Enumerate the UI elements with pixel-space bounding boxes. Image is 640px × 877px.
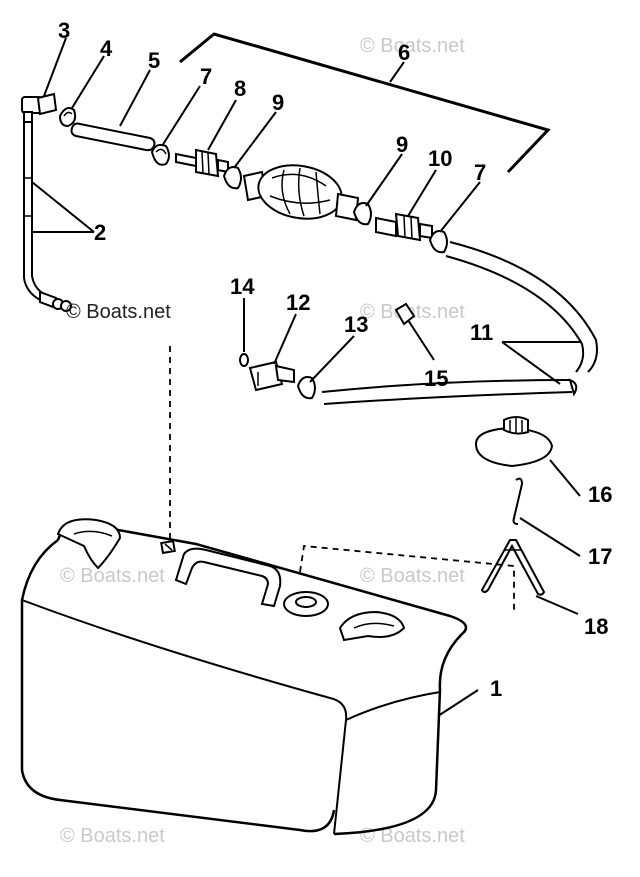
leader-6	[389, 61, 405, 83]
tank-right-grip	[338, 610, 406, 642]
part-14-oring	[239, 353, 249, 367]
callout-9-right: 9	[396, 132, 408, 157]
part-17-hook	[512, 477, 524, 525]
part-5-hose	[70, 122, 156, 152]
callout-12: 12	[286, 290, 310, 315]
leader-7-right	[439, 181, 481, 233]
callout-11: 11	[470, 320, 493, 345]
callout-16: 16	[588, 482, 612, 507]
callout-15: 15	[424, 366, 448, 391]
watermark-layer: © Boats.net © Boats.net © Boats.net © Bo…	[60, 35, 465, 847]
part-6-bracket	[179, 32, 551, 174]
part-3-elbow-fitting	[21, 92, 58, 123]
callout-3: 3	[58, 18, 70, 43]
leader-9	[233, 111, 277, 169]
callout-4: 4	[100, 36, 113, 61]
part-2-hose	[23, 122, 72, 312]
leader-12	[273, 313, 297, 365]
leader-18	[535, 595, 579, 615]
watermark: © Boats.net	[360, 301, 465, 323]
part-12-connector	[248, 360, 295, 392]
leader-9-right	[365, 153, 403, 207]
part-8-fitting	[175, 148, 229, 178]
dashed-guide	[299, 545, 515, 614]
leader-17	[519, 517, 581, 557]
part-4-clamp	[58, 107, 77, 128]
callout-14: 14	[230, 274, 255, 299]
leader-13	[309, 335, 355, 383]
watermark: © Boats.net	[360, 35, 465, 57]
callout-17: 17	[588, 544, 612, 569]
watermark: © Boats.net	[360, 825, 465, 847]
callout-5: 5	[148, 48, 160, 73]
tank-handle	[174, 547, 282, 608]
watermark-inline: © Boats.net	[66, 301, 171, 323]
leader-5	[119, 69, 151, 127]
primer-bulb	[242, 164, 360, 222]
leader-4	[71, 55, 105, 109]
leader-16	[549, 459, 581, 497]
leader-10	[407, 169, 437, 217]
part-15-cap	[394, 302, 416, 326]
leader-1	[437, 689, 479, 717]
callout-8: 8	[234, 76, 246, 101]
part-9-clamp-right	[352, 202, 372, 226]
part-11-hose	[321, 241, 598, 405]
callout-6: 6	[398, 40, 410, 65]
leader-15	[407, 319, 435, 361]
leader-3	[43, 37, 67, 97]
callout-18: 18	[584, 614, 608, 639]
part-7-clamp-right	[428, 230, 448, 254]
leader-2a	[31, 181, 95, 233]
tank-vent	[160, 539, 176, 555]
leader-11b	[501, 341, 561, 385]
callout-7: 7	[200, 64, 212, 89]
part-7-clamp	[150, 143, 170, 166]
tank-filler-neck	[283, 591, 329, 617]
callout-labels: 1 2 3 4 5 7 6 8 9 9 10 7 11 12 13 14 15 …	[58, 18, 612, 701]
callout-2: 2	[94, 220, 106, 245]
leader-8	[207, 99, 237, 151]
part-16-fuel-cap	[474, 416, 554, 468]
callout-7-right: 7	[474, 160, 486, 185]
callout-10: 10	[428, 146, 452, 171]
part-9-clamp	[222, 166, 242, 190]
tank-left-grip	[56, 518, 122, 570]
watermark: © Boats.net	[360, 565, 465, 587]
watermark: © Boats.net	[60, 825, 165, 847]
part-18-clip	[480, 539, 546, 596]
part-10-fitting	[375, 212, 433, 242]
callout-13: 13	[344, 312, 368, 337]
callout-1: 1	[490, 676, 502, 701]
callout-9: 9	[272, 90, 284, 115]
leader-7	[161, 85, 201, 147]
watermark: © Boats.net	[60, 565, 165, 587]
